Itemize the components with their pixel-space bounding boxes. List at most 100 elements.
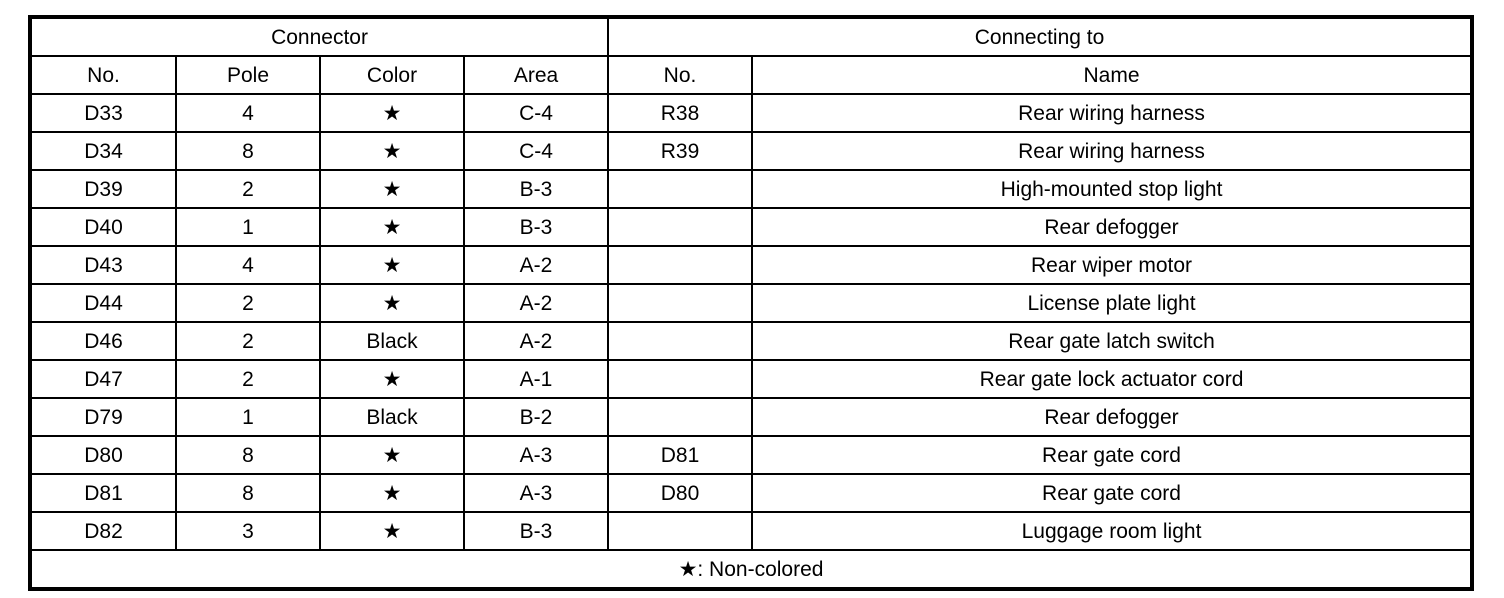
cell-color: ★ (319, 283, 465, 323)
cell-area: A-3 (462, 435, 610, 475)
cell-area: B-3 (462, 207, 610, 247)
cell-connector-no: D82 (29, 511, 177, 551)
column-header-connector-no: No. (29, 55, 177, 95)
column-header-name: Name (751, 55, 1474, 95)
table-head: Connector Connecting to No. Pole Color A… (28, 16, 1474, 95)
cell-connecting-name: Rear wiper motor (751, 245, 1474, 285)
cell-connector-no: D46 (29, 321, 177, 361)
cell-area: B-2 (462, 397, 610, 437)
cell-connecting-no: R39 (607, 131, 754, 171)
cell-connecting-name: Luggage room light (751, 511, 1474, 551)
cell-connecting-name: Rear gate lock actuator cord (751, 359, 1474, 399)
table-row: D82 3 ★ B-3 Luggage room light (29, 511, 1474, 551)
cell-color: ★ (319, 511, 465, 551)
footnote-non-colored: ★: Non-colored (28, 549, 1474, 590)
cell-connecting-name: Rear wiring harness (751, 131, 1474, 171)
table-row: D80 8 ★ A-3 D81 Rear gate cord (29, 435, 1474, 475)
cell-color: ★ (319, 473, 465, 513)
table-row: D47 2 ★ A-1 Rear gate lock actuator cord (29, 359, 1474, 399)
cell-connecting-no (607, 359, 754, 399)
table-row: D81 8 ★ A-3 D80 Rear gate cord (29, 473, 1474, 513)
cell-pole: 1 (175, 397, 321, 437)
cell-pole: 2 (175, 359, 321, 399)
cell-connector-no: D34 (29, 131, 177, 171)
table-row: D79 1 Black B-2 Rear defogger (29, 397, 1474, 437)
cell-pole: 8 (175, 435, 321, 475)
cell-connector-no: D81 (29, 473, 177, 513)
column-header-pole: Pole (175, 55, 321, 95)
cell-color: ★ (319, 207, 465, 247)
cell-connecting-name: Rear gate cord (751, 473, 1474, 513)
cell-color: ★ (319, 131, 465, 171)
column-header-connecting-no: No. (607, 55, 754, 95)
table-row: D40 1 ★ B-3 Rear defogger (29, 207, 1474, 247)
cell-connecting-no (607, 321, 754, 361)
cell-connecting-no (607, 245, 754, 285)
cell-color: ★ (319, 245, 465, 285)
cell-connecting-no: D80 (607, 473, 754, 513)
cell-connecting-name: Rear wiring harness (751, 93, 1474, 133)
cell-pole: 8 (175, 131, 321, 171)
cell-connecting-name: License plate light (751, 283, 1474, 323)
group-header-connecting-to: Connecting to (607, 16, 1474, 57)
cell-connecting-no (607, 397, 754, 437)
cell-connecting-no (607, 511, 754, 551)
cell-connecting-no (607, 207, 754, 247)
cell-pole: 2 (175, 169, 321, 209)
cell-pole: 4 (175, 245, 321, 285)
cell-connector-no: D79 (29, 397, 177, 437)
cell-connector-no: D80 (29, 435, 177, 475)
cell-area: A-2 (462, 283, 610, 323)
cell-area: B-3 (462, 169, 610, 209)
cell-connector-no: D33 (29, 93, 177, 133)
cell-connector-no: D44 (29, 283, 177, 323)
cell-pole: 1 (175, 207, 321, 247)
group-header-connector: Connector (28, 16, 610, 57)
cell-connecting-name: Rear gate cord (751, 435, 1474, 475)
table-row: D33 4 ★ C-4 R38 Rear wiring harness (29, 93, 1474, 133)
cell-connector-no: D43 (29, 245, 177, 285)
cell-connector-no: D47 (29, 359, 177, 399)
cell-pole: 3 (175, 511, 321, 551)
cell-connecting-name: Rear gate latch switch (751, 321, 1474, 361)
column-header-row: No. Pole Color Area No. Name (29, 55, 1474, 95)
footnote-row: ★: Non-colored (28, 549, 1474, 590)
cell-color: Black (319, 397, 465, 437)
table-row: D34 8 ★ C-4 R39 Rear wiring harness (29, 131, 1474, 171)
cell-area: B-3 (462, 511, 610, 551)
cell-connecting-no (607, 283, 754, 323)
cell-area: A-2 (462, 321, 610, 361)
cell-color: Black (319, 321, 465, 361)
table-row: D46 2 Black A-2 Rear gate latch switch (29, 321, 1474, 361)
cell-connecting-no: R38 (607, 93, 754, 133)
cell-connecting-name: High-mounted stop light (751, 169, 1474, 209)
table-body: D33 4 ★ C-4 R38 Rear wiring harness D34 … (28, 93, 1474, 590)
cell-color: ★ (319, 169, 465, 209)
cell-connecting-no (607, 169, 754, 209)
table-row: D39 2 ★ B-3 High-mounted stop light (29, 169, 1474, 209)
cell-connecting-name: Rear defogger (751, 207, 1474, 247)
cell-pole: 2 (175, 321, 321, 361)
connector-table-container: Connector Connecting to No. Pole Color A… (28, 15, 1475, 591)
cell-area: C-4 (462, 93, 610, 133)
cell-connector-no: D39 (29, 169, 177, 209)
cell-color: ★ (319, 435, 465, 475)
group-header-row: Connector Connecting to (28, 16, 1474, 57)
cell-pole: 4 (175, 93, 321, 133)
cell-area: A-2 (462, 245, 610, 285)
table-row: D44 2 ★ A-2 License plate light (29, 283, 1474, 323)
cell-pole: 8 (175, 473, 321, 513)
connector-table: Connector Connecting to No. Pole Color A… (28, 15, 1475, 591)
cell-connector-no: D40 (29, 207, 177, 247)
cell-connecting-name: Rear defogger (751, 397, 1474, 437)
cell-connecting-no: D81 (607, 435, 754, 475)
cell-area: C-4 (462, 131, 610, 171)
cell-pole: 2 (175, 283, 321, 323)
column-header-area: Area (462, 55, 610, 95)
cell-color: ★ (319, 93, 465, 133)
table-row: D43 4 ★ A-2 Rear wiper motor (29, 245, 1474, 285)
cell-area: A-1 (462, 359, 610, 399)
cell-color: ★ (319, 359, 465, 399)
column-header-color: Color (319, 55, 465, 95)
